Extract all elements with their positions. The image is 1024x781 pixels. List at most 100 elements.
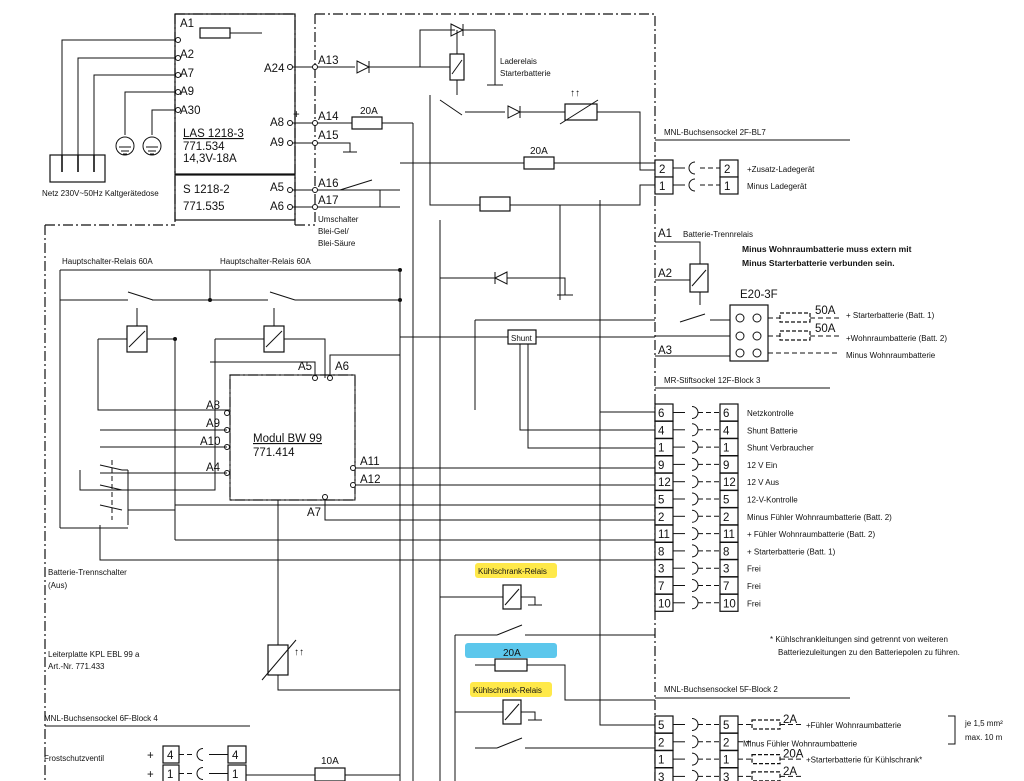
las-pin-a2: A2 (180, 49, 194, 61)
enclosure-lines (44, 13, 656, 781)
modul-number: 771.414 (253, 447, 295, 459)
las-number: 771.534 (183, 141, 225, 153)
svg-text:↑↑: ↑↑ (294, 647, 304, 658)
block3-label: Shunt Batterie (747, 426, 798, 435)
block3-pin: 2 (658, 512, 664, 524)
block2-pin: 5 (658, 720, 664, 732)
block4-pin: 4 (167, 750, 174, 762)
mains-label: Netz 230V~50Hz Kaltgerätedose (42, 189, 159, 198)
pin-a1-right: A1 (658, 228, 672, 240)
svg-text:1: 1 (659, 181, 665, 193)
charging-relay: Laderelais Starterbatterie ↑↑ 20A (400, 23, 655, 212)
max10-label: max. 10 m (965, 733, 1003, 742)
block3-label: 12-V-Kontrolle (747, 496, 798, 505)
block3-plug-pin: 6 (723, 408, 729, 420)
pin-a16: A16 (318, 178, 338, 190)
fuse-kuehl: 20A (503, 648, 521, 659)
s-title: S 1218-2 (183, 184, 230, 196)
block4-plug-pin: 1 (232, 769, 238, 781)
block2-fuse: 2A (783, 766, 797, 778)
svg-text:1: 1 (724, 181, 730, 193)
block2-pin: 2 (658, 737, 664, 749)
block3-pin: 8 (658, 546, 664, 558)
block3-pin: 1 (658, 443, 664, 455)
bt-aus-label-2: (Aus) (48, 581, 67, 590)
modul-pin-a5: A5 (298, 361, 312, 373)
fuse-a14: 20A (360, 106, 378, 117)
las-pin-a1: A1 (180, 18, 194, 30)
block2-plug-pin: 3 (723, 772, 729, 781)
shunt-area: Shunt (400, 200, 655, 449)
block4-plug-pin: 4 (232, 750, 239, 762)
block3-label: Frei (747, 565, 761, 574)
wohn-batt-label: +Wohnraumbatterie (Batt. 2) (846, 334, 947, 343)
modul-pin-a6: A6 (335, 361, 349, 373)
block3-row: 1 1 Shunt Verbraucher (654, 438, 814, 457)
starterbatterie-label: Starterbatterie (500, 69, 551, 78)
mr12f-label: MR-Stiftsockel 12F-Block 3 (664, 376, 761, 385)
las-pin-a7: A7 (180, 68, 194, 80)
fuse-mid: 20A (530, 146, 548, 157)
block2-fuse: 2A (783, 714, 797, 726)
svg-text:2: 2 (724, 164, 730, 176)
umschalter-label: Umschalter (318, 215, 359, 224)
modul-pin-a11: A11 (360, 456, 380, 468)
highlight-kuehl2 (470, 682, 552, 697)
starter-batt-label: + Starterbatterie (Batt. 1) (846, 311, 935, 320)
pin-a2-right: A2 (658, 268, 672, 280)
las-1218-box: A1 A2 A7 A9 A30 LAS 1218-3 771.534 14,3V… (174, 13, 300, 175)
block3-plug-pin: 12 (723, 477, 736, 489)
las-title: LAS 1218-3 (183, 128, 244, 140)
block3-label: 12 V Aus (747, 478, 779, 487)
block3-pin: 10 (658, 598, 671, 610)
e20-label: E20-3F (740, 289, 778, 301)
block2-fuse: 20A (783, 749, 804, 761)
modul-pin-a8: A8 (206, 400, 220, 412)
blei-gel-label: Blei-Gel/ (318, 227, 349, 236)
block3-pin: 6 (658, 408, 664, 420)
block3-label: Frei (747, 599, 761, 608)
block2-label: +Fühler Wohnraumbatterie (806, 721, 902, 730)
modul-bw99: A5 A6 A8 A9 A10 A4 A11 A12 A7 Modul BW 9… (100, 354, 655, 521)
s-pin-a5: A5 (270, 182, 284, 194)
zusatz-label: +Zusatz-Ladegerät (747, 165, 815, 174)
mnl-2f-block: MNL-Buchsensockel 2F-BL7 2 1 2 1 +Zusatz… (654, 128, 850, 195)
modul-pin-a9: A9 (206, 418, 220, 430)
shunt-label: Shunt (511, 334, 533, 343)
block2-pin: 3 (658, 772, 664, 781)
bt-aus-label-1: Batterie-Trennschalter (48, 568, 127, 577)
las-pin-a9: A9 (180, 86, 194, 98)
block3-label: Frei (747, 582, 761, 591)
pin-a17: A17 (318, 195, 338, 207)
highlight-kuehl1 (475, 563, 557, 578)
left-switches: Batterie-Trennschalter (Aus) Leiterplatt… (48, 460, 655, 691)
mnl5f-label: MNL-Buchsensockel 5F-Block 2 (664, 685, 778, 694)
block4-pin: 1 (167, 769, 173, 781)
block2-label: +Starterbatterie für Kühlschrank* (806, 756, 922, 765)
s-pin-a6: A6 (270, 201, 284, 213)
kuehl-relais-1-label: Kühlschrank-Relais (478, 567, 547, 576)
block3-pin: 7 (658, 581, 664, 593)
las-pin-a30: A30 (180, 105, 200, 117)
block3-pin: 3 (658, 564, 664, 576)
pin-a15: A15 (318, 130, 338, 142)
block3-plug-pin: 1 (723, 443, 729, 455)
block3-label: Shunt Verbraucher (747, 444, 814, 453)
block3-label: 12 V Ein (747, 461, 777, 470)
minus-lade-label: Minus Ladegerät (747, 182, 807, 191)
block3-pin: 11 (658, 529, 670, 541)
battery-isolator-relay: A1 Batterie-Trennrelais Minus Wohnraumba… (655, 228, 947, 362)
block3-label: Minus Fühler Wohnraumbatterie (Batt. 2) (747, 513, 892, 522)
block4-sign: + (147, 750, 154, 762)
s-number: 771.535 (183, 201, 225, 213)
mains-socket: Netz 230V~50Hz Kaltgerätedose (42, 39, 175, 198)
frostschutz-label: Frostschutzventil (44, 754, 104, 763)
modul-title: Modul BW 99 (253, 433, 322, 445)
block2-pin: 1 (658, 755, 664, 767)
